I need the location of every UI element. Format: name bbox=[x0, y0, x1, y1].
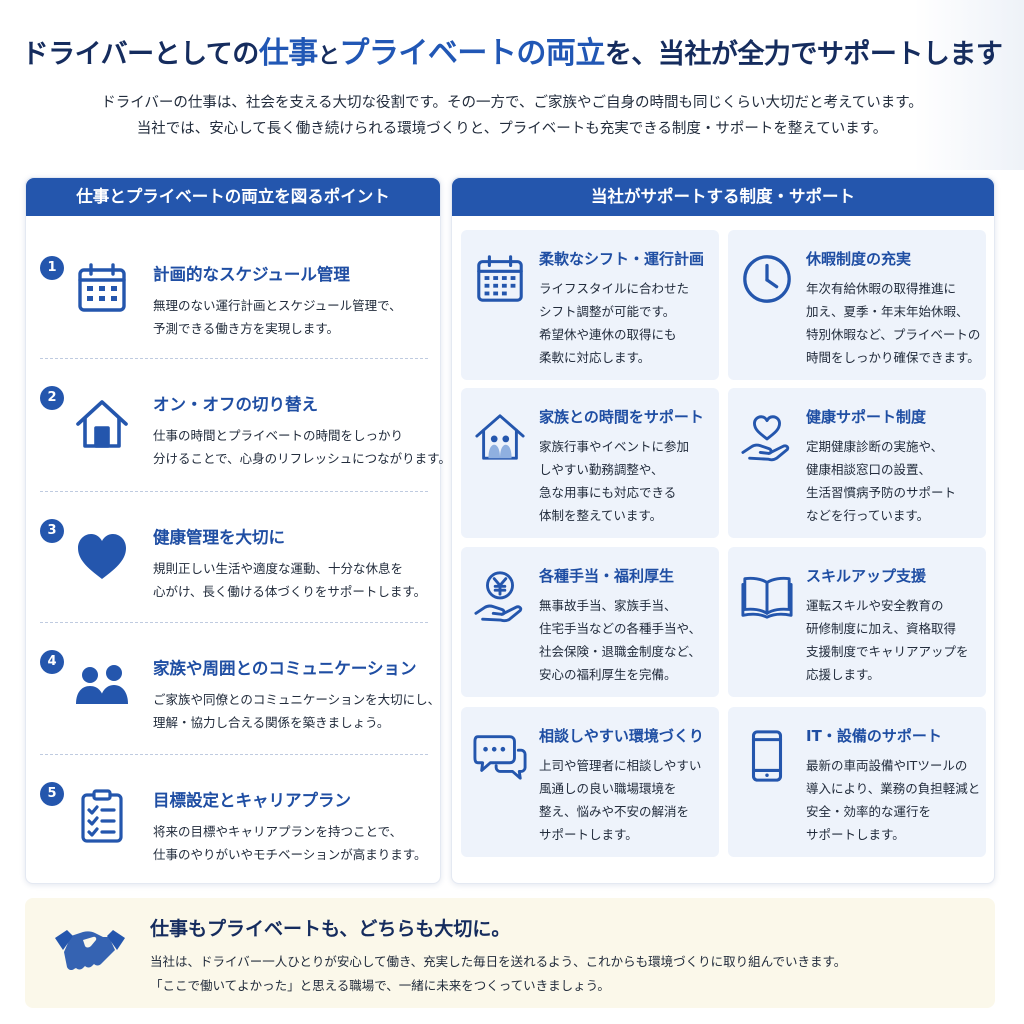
support-programs-panel: 当社がサポートする制度・サポート 柔軟なシフト・運行計画 ライフスタイルに合わせ… bbox=[451, 177, 995, 884]
point-title: 計画的なスケジュール管理 bbox=[153, 265, 350, 284]
divider bbox=[40, 491, 428, 492]
point-number: 5 bbox=[40, 782, 64, 806]
home-icon bbox=[74, 396, 130, 452]
smartphone-icon bbox=[740, 729, 794, 783]
point-description: 無理のない運行計画とスケジュール管理で、 予測できる働き方を実現します。 bbox=[153, 298, 402, 336]
point-description: ご家族や同僚とのコミュニケーションを大切にし、 理解・協力し合える関係を築きまし… bbox=[153, 692, 441, 730]
checklist-icon bbox=[74, 788, 130, 844]
point-description: 規則正しい生活や適度な運動、十分な休息を 心がけ、長く働ける体づくりをサポートし… bbox=[153, 561, 427, 599]
point-title: 健康管理を大切に bbox=[153, 528, 285, 547]
point-title: オン・オフの切り替え bbox=[153, 395, 318, 414]
support-card: 家族との時間をサポート 家族行事やイベントに参加 しやすい勤務調整や、 急な用事… bbox=[461, 388, 719, 538]
point-item: 3 健康管理を大切に 規則正しい生活や適度な運動、十分な休息を 心がけ、長く働け… bbox=[40, 519, 428, 651]
card-description: 無事故手当、家族手当、 住宅手当などの各種手当や、 社会保険・退職金制度など、 … bbox=[539, 598, 702, 682]
card-title: 家族との時間をサポート bbox=[539, 408, 704, 426]
intro-text: ドライバーの仕事は、社会を支える大切な役割です。その一方で、ご家族やご自身の時間… bbox=[0, 90, 1024, 142]
intro-line: 当社では、安心して長く働き続けられる環境づくりと、プライベートも充実できる制度・… bbox=[136, 121, 888, 137]
card-title: 柔軟なシフト・運行計画 bbox=[539, 250, 705, 268]
work-life-points-panel: 仕事とプライベートの両立を図るポイント 1 計画的なスケジュール管理 無理のない… bbox=[25, 177, 451, 884]
clock-icon bbox=[740, 252, 794, 306]
yen-hand-icon bbox=[473, 569, 527, 623]
card-description: ライフスタイルに合わせた シフト調整が可能です。 希望休や連休の取得にも 柔軟に… bbox=[539, 281, 690, 365]
point-item: 4 家族や周囲とのコミュニケーション ご家族や同僚とのコミュニケーションを大切に… bbox=[40, 650, 440, 782]
heart-hand-icon bbox=[740, 410, 794, 464]
heart-icon bbox=[74, 529, 130, 585]
divider bbox=[40, 754, 428, 755]
point-item: 1 計画的なスケジュール管理 無理のない運行計画とスケジュール管理で、 予測でき… bbox=[40, 256, 428, 388]
card-title: 相談しやすい環境づくり bbox=[539, 727, 704, 745]
card-title: IT・設備のサポート bbox=[806, 727, 942, 745]
points-heading: 仕事とプライベートの両立を図るポイント bbox=[26, 178, 440, 216]
point-item: 5 目標設定とキャリアプラン 将来の目標やキャリアプランを持つことで、 仕事のや… bbox=[40, 782, 428, 914]
support-card: 健康サポート制度 定期健康診断の実施や、 健康相談窓口の設置、 生活習慣病予防の… bbox=[728, 388, 986, 538]
divider bbox=[40, 622, 428, 623]
card-title: 休暇制度の充実 bbox=[806, 250, 912, 268]
support-card: スキルアップ支援 運転スキルや安全教育の 研修制度に加え、資格取得 支援制度でキ… bbox=[728, 547, 986, 697]
card-description: 上司や管理者に相談しやすい 風通しの良い職場環境を 整え、悩みや不安の解消を サ… bbox=[539, 758, 702, 842]
point-number: 4 bbox=[40, 650, 64, 674]
divider bbox=[40, 358, 428, 359]
book-icon bbox=[740, 569, 794, 623]
banner-title: 仕事もプライベートも、どちらも大切に。 bbox=[150, 918, 511, 940]
calendar-icon bbox=[74, 260, 130, 316]
support-card: 各種手当・福利厚生 無事故手当、家族手当、 住宅手当などの各種手当や、 社会保険… bbox=[461, 547, 719, 697]
support-card: 柔軟なシフト・運行計画 ライフスタイルに合わせた シフト調整が可能です。 希望休… bbox=[461, 230, 719, 380]
card-title: 各種手当・福利厚生 bbox=[539, 567, 675, 585]
point-description: 仕事の時間とプライベートの時間をしっかり 分けることで、心身のリフレッシュにつな… bbox=[153, 428, 451, 466]
page-title: ドライバーとしての仕事とプライベートの両立を、当社が全力でサポートします bbox=[21, 36, 1003, 71]
family-home-icon bbox=[473, 410, 527, 464]
point-number: 3 bbox=[40, 519, 64, 543]
card-title: 健康サポート制度 bbox=[806, 408, 927, 426]
calendar-icon bbox=[473, 252, 527, 306]
closing-banner: 仕事もプライベートも、どちらも大切に。 当社は、ドライバー一人ひとりが安心して働… bbox=[25, 898, 995, 1008]
banner-description: 当社は、ドライバー一人ひとりが安心して働き、充実した毎日を送れるよう、これからも… bbox=[150, 954, 847, 993]
card-description: 運転スキルや安全教育の 研修制度に加え、資格取得 支援制度でキャリアアップを 応… bbox=[806, 598, 969, 682]
point-number: 1 bbox=[40, 256, 64, 280]
point-item: 2 オン・オフの切り替え 仕事の時間とプライベートの時間をしっかり 分けることで… bbox=[40, 386, 451, 518]
support-card: 休暇制度の充実 年次有給休暇の取得推進に 加え、夏季・年末年始休暇、 特別休暇な… bbox=[728, 230, 986, 380]
support-card: IT・設備のサポート 最新の車両設備やITツールの 導入により、業務の負担軽減と… bbox=[728, 707, 986, 857]
card-description: 定期健康診断の実施や、 健康相談窓口の設置、 生活習慣病予防のサポート などを行… bbox=[806, 439, 957, 523]
intro-line: ドライバーの仕事は、社会を支える大切な役割です。その一方で、ご家族やご自身の時間… bbox=[101, 95, 923, 111]
point-description: 将来の目標やキャリアプランを持つことで、 仕事のやりがいやモチベーションが高まり… bbox=[153, 824, 427, 862]
chat-icon bbox=[473, 729, 527, 783]
point-title: 目標設定とキャリアプラン bbox=[153, 791, 351, 810]
card-title: スキルアップ支援 bbox=[806, 567, 927, 585]
point-title: 家族や周囲とのコミュニケーション bbox=[153, 659, 417, 678]
card-description: 最新の車両設備やITツールの 導入により、業務の負担軽減と 安全・効率的な運行を… bbox=[806, 758, 981, 842]
card-description: 家族行事やイベントに参加 しやすい勤務調整や、 急な用事にも対応できる 体制を整… bbox=[539, 439, 690, 523]
support-card: 相談しやすい環境づくり 上司や管理者に相談しやすい 風通しの良い職場環境を 整え… bbox=[461, 707, 719, 857]
handshake-icon bbox=[53, 920, 127, 976]
people-icon bbox=[74, 658, 130, 714]
background-tint bbox=[914, 0, 1024, 170]
support-heading: 当社がサポートする制度・サポート bbox=[452, 178, 994, 216]
point-number: 2 bbox=[40, 386, 64, 410]
card-description: 年次有給休暇の取得推進に 加え、夏季・年末年始休暇、 特別休暇など、プライベート… bbox=[806, 281, 981, 365]
